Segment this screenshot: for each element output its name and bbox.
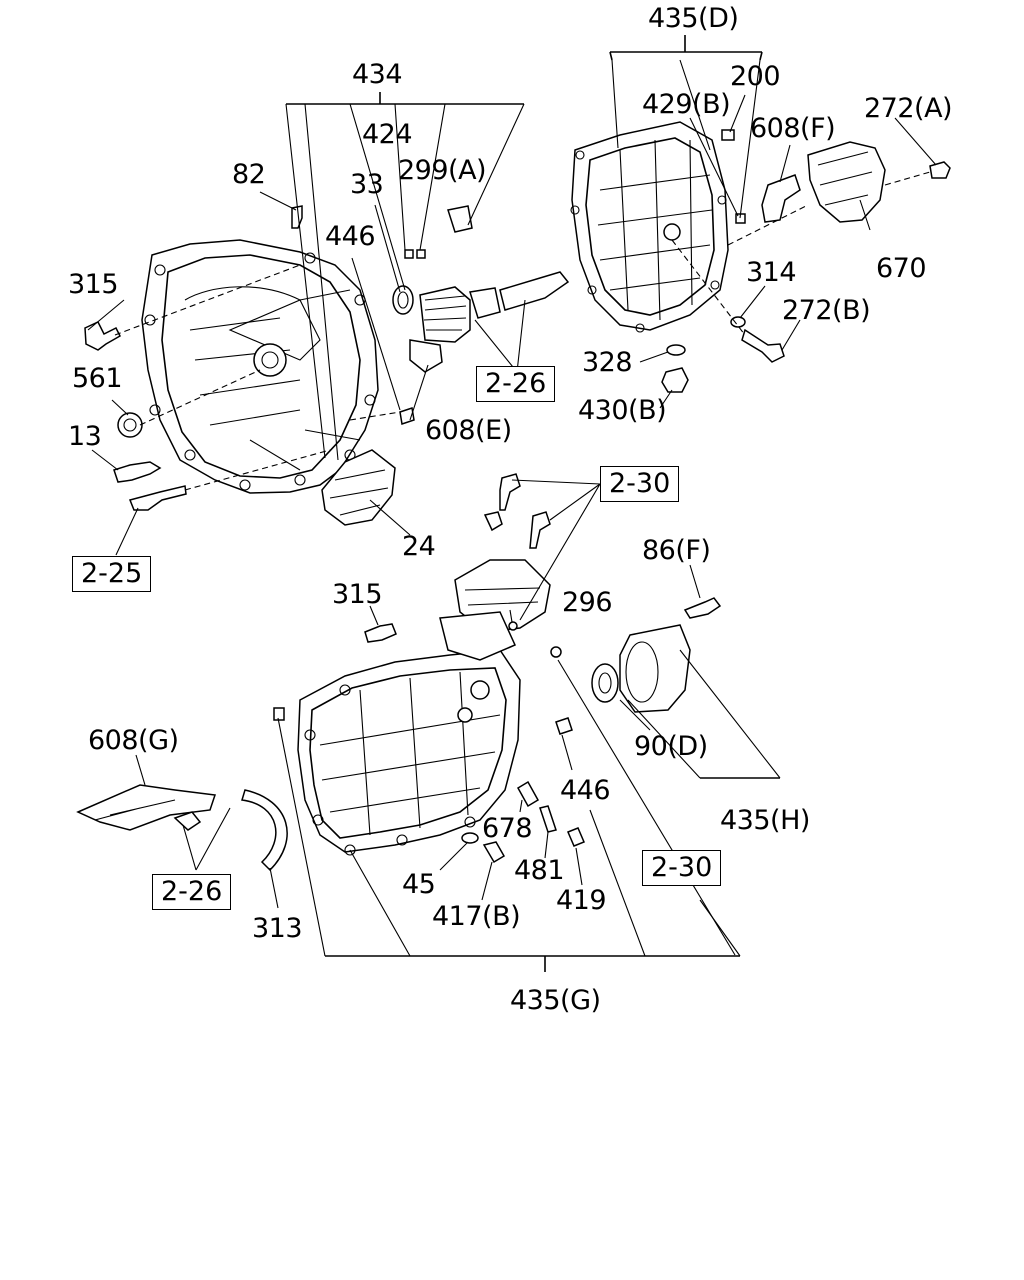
callout-272b: 272(B) [782, 295, 871, 326]
callout-200: 200 [730, 61, 781, 92]
part-2-25-bolt [128, 485, 187, 511]
callout-608f: 608(F) [750, 113, 836, 144]
callout-90d: 90(D) [634, 731, 708, 762]
callout-435g: 435(G) [510, 985, 601, 1016]
part-446-lower [555, 717, 573, 735]
callout-82: 82 [232, 159, 266, 190]
part-86f-bolt [683, 597, 722, 619]
callout-430b: 430(B) [578, 395, 667, 426]
part-315-bolt-lower [364, 623, 397, 643]
part-419-plug [567, 827, 585, 847]
transmission-case [297, 649, 521, 856]
callout-435d: 435(D) [648, 3, 739, 34]
part-417b-plug [482, 841, 506, 864]
part-670-cover [807, 141, 886, 223]
callout-424: 424 [362, 119, 413, 150]
callout-296: 296 [562, 587, 613, 618]
leader-lines [87, 35, 937, 972]
callout-481: 481 [514, 855, 565, 886]
ref-bolt-c [529, 511, 551, 549]
part-678 [516, 780, 540, 808]
ref-bolt-a [499, 473, 521, 511]
callout-670: 670 [876, 253, 927, 284]
callout-272a: 272(A) [864, 93, 953, 124]
part-561-seal [117, 412, 143, 438]
part-608g-fork [76, 784, 217, 831]
callout-45: 45 [402, 869, 436, 900]
part-481-spring [539, 805, 557, 833]
part-314-washer [730, 316, 746, 328]
part-435h-housing [619, 624, 691, 713]
part-272a-bolt [929, 161, 951, 179]
part-313-ring [241, 789, 288, 872]
callout-419: 419 [556, 885, 607, 916]
part-200 [721, 129, 735, 141]
callout-314: 314 [746, 257, 797, 288]
callout-328: 328 [582, 347, 633, 378]
part-90d-seal [591, 663, 619, 703]
callout-315-lower: 315 [332, 579, 383, 610]
callout-608g: 608(G) [88, 725, 179, 756]
part-296 [508, 621, 518, 631]
rear-cover-housing [570, 121, 729, 333]
callout-299a: 299(A) [398, 155, 487, 186]
callout-435h: 435(H) [720, 805, 810, 836]
callout-33: 33 [350, 169, 384, 200]
part-315-bolt-upper [84, 321, 121, 351]
callout-417b: 417(B) [432, 901, 521, 932]
ref-box-2-30-upper[interactable]: 2-30 [600, 466, 680, 502]
callout-86f: 86(F) [642, 535, 711, 566]
ref-box-2-26-upper[interactable]: 2-26 [476, 366, 556, 402]
ref-box-2-30-lower[interactable]: 2-30 [642, 850, 722, 886]
callout-561: 561 [72, 363, 123, 394]
callout-446-lower: 446 [560, 775, 611, 806]
part-45-washer [461, 832, 479, 844]
ref-box-2-26-lower[interactable]: 2-26 [152, 874, 232, 910]
part-13-bolt [113, 461, 162, 483]
callout-434: 434 [352, 59, 403, 90]
shaft-gear-assembly [392, 205, 570, 425]
callout-24: 24 [402, 531, 436, 562]
part-608f-bracket [761, 174, 801, 223]
callout-608e: 608(E) [425, 415, 512, 446]
part-430b-plug [661, 367, 689, 393]
ref-bolt-b [483, 511, 503, 532]
callout-315-upper: 315 [68, 269, 119, 300]
part-328-washer [666, 344, 686, 356]
clutch-housing [141, 239, 379, 494]
callout-678: 678 [482, 813, 533, 844]
callout-313: 313 [252, 913, 303, 944]
callout-13: 13 [68, 421, 102, 452]
ref-box-2-25[interactable]: 2-25 [72, 556, 152, 592]
callout-446-upper: 446 [325, 221, 376, 252]
part-272b-bolt [741, 328, 785, 363]
callout-429b: 429(B) [642, 89, 731, 120]
